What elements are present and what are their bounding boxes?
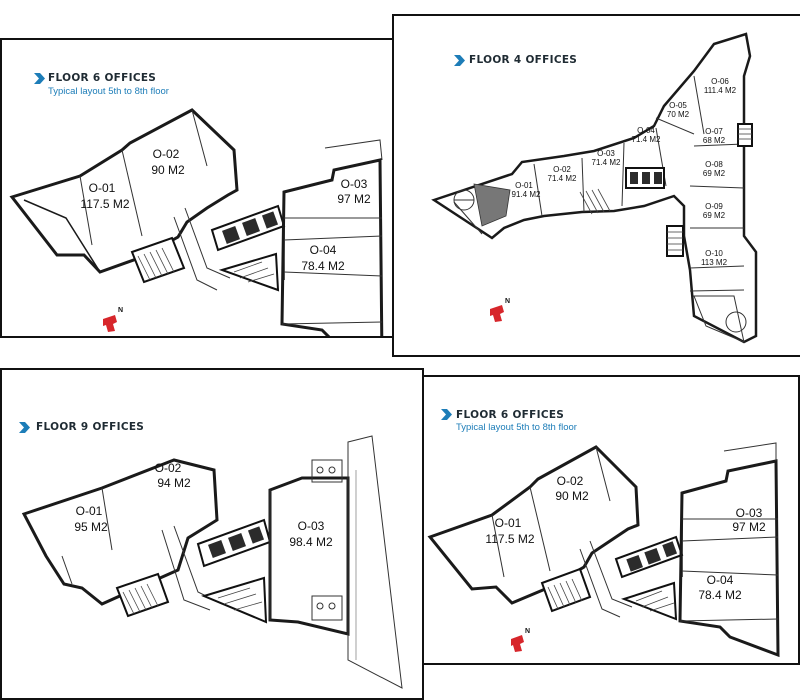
office-id: O-04 (310, 243, 337, 257)
floor-subtitle: Typical layout 5th to 8th floor (456, 422, 577, 433)
stair-east (737, 123, 753, 147)
office-area: 69 M2 (703, 211, 726, 220)
office-area: 70 M2 (667, 110, 690, 119)
office-area: 98.4 M2 (289, 535, 333, 549)
office-area: 71.4 M2 (548, 174, 577, 183)
office-area: 94 M2 (157, 476, 191, 490)
lift-core (625, 167, 665, 189)
floor-title: FLOOR 4 OFFICES (469, 54, 578, 66)
office-area: 117.5 M2 (80, 197, 129, 211)
floor-subtitle: Typical layout 5th to 8th floor (48, 86, 169, 97)
office-area: 97 M2 (337, 192, 371, 206)
floor-title: FLOOR 6 OFFICES (456, 409, 565, 421)
office-id: O-06 (711, 77, 729, 86)
floor-plan-drawing (431, 32, 758, 344)
office-id: O-02 (153, 147, 180, 161)
restroom-block (311, 459, 343, 621)
office-area: 113 M2 (701, 258, 728, 267)
atrium-south (693, 295, 747, 343)
office-area: 95 M2 (74, 520, 108, 534)
office-area: 78.4 M2 (301, 259, 345, 273)
svg-text:N: N (525, 628, 530, 635)
office-area: 78.4 M2 (698, 588, 742, 602)
chevron-right-icon (34, 73, 45, 84)
office-id: O-01 (76, 504, 103, 518)
svg-text:N: N (118, 307, 123, 314)
floor-plan-drawing (9, 108, 384, 336)
office-id: O-02 (557, 474, 584, 488)
chevron-right-icon (19, 422, 30, 433)
north-arrow-icon: N (511, 628, 530, 652)
floor6-plan-panel-bottom: FLOOR 6 OFFICES Typical layout 5th to 8t… (422, 375, 800, 665)
office-labels: O-01 91.4 M2 O-02 71.4 M2 O-03 71.4 M2 O… (512, 77, 737, 267)
office-id: O-05 (669, 101, 687, 110)
office-labels: O-01 117.5 M2 O-02 90 M2 O-03 97 M2 O-04… (485, 474, 766, 602)
office-id: O-10 (705, 249, 723, 258)
office-area: 69 M2 (703, 169, 726, 178)
stair-south (620, 581, 678, 621)
office-area: 111.4 M2 (704, 86, 737, 95)
lift-core (614, 535, 684, 579)
office-area: 90 M2 (555, 489, 589, 503)
office-id: O-03 (341, 177, 368, 191)
north-arrow-icon: N (103, 307, 123, 332)
office-area: 97 M2 (732, 520, 766, 534)
office-labels: O-01 117.5 M2 O-02 90 M2 O-03 97 M2 O-04… (80, 147, 371, 273)
office-id: O-08 (705, 160, 723, 169)
floor-title: FLOOR 6 OFFICES (48, 72, 157, 84)
office-id: O-04 (707, 573, 734, 587)
office-area: 90 M2 (151, 163, 185, 177)
floor6-plan-panel-top: FLOOR 6 OFFICES Typical layout 5th to 8t… (0, 38, 400, 338)
office-id: O-03 (597, 149, 615, 158)
office-area: 68 M2 (703, 136, 726, 145)
chevron-right-icon (441, 409, 452, 420)
office-area: 71.4 M2 (632, 135, 661, 144)
office-id: O-02 (155, 461, 182, 475)
office-id: O-02 (553, 165, 571, 174)
office-labels: O-01 95 M2 O-02 94 M2 O-03 98.4 M2 (74, 461, 333, 549)
terrace (347, 435, 403, 689)
stair-west (579, 188, 611, 215)
office-id: O-01 (495, 516, 522, 530)
office-id: O-03 (736, 506, 763, 520)
stair-west (115, 572, 170, 618)
atrium-west (453, 183, 511, 227)
office-area: 117.5 M2 (485, 532, 534, 546)
floor-plan-drawing (427, 442, 780, 658)
lift-core (210, 204, 286, 252)
office-id: O-01 (515, 181, 533, 190)
stair-south (218, 252, 280, 292)
svg-text:N: N (505, 298, 510, 305)
floor-title: FLOOR 9 OFFICES (36, 421, 145, 433)
floor4-plan-panel: FLOOR 4 OFFICES (392, 14, 800, 357)
stair-core (666, 225, 684, 257)
stair-south (201, 576, 268, 624)
chevron-right-icon (454, 55, 465, 66)
office-id: O-07 (705, 127, 723, 136)
stair-west (540, 567, 592, 613)
office-id: O-03 (298, 519, 325, 533)
north-arrow-icon: N (490, 298, 510, 322)
office-id: O-09 (705, 202, 723, 211)
office-area: 91.4 M2 (512, 190, 541, 199)
stair-west (130, 236, 186, 284)
floor-plan-drawing (21, 435, 403, 689)
floor9-plan-panel: FLOOR 9 OFFICES (0, 368, 424, 700)
office-area: 71.4 M2 (592, 158, 621, 167)
office-id: O-01 (89, 181, 116, 195)
office-id: O-04 (637, 126, 655, 135)
